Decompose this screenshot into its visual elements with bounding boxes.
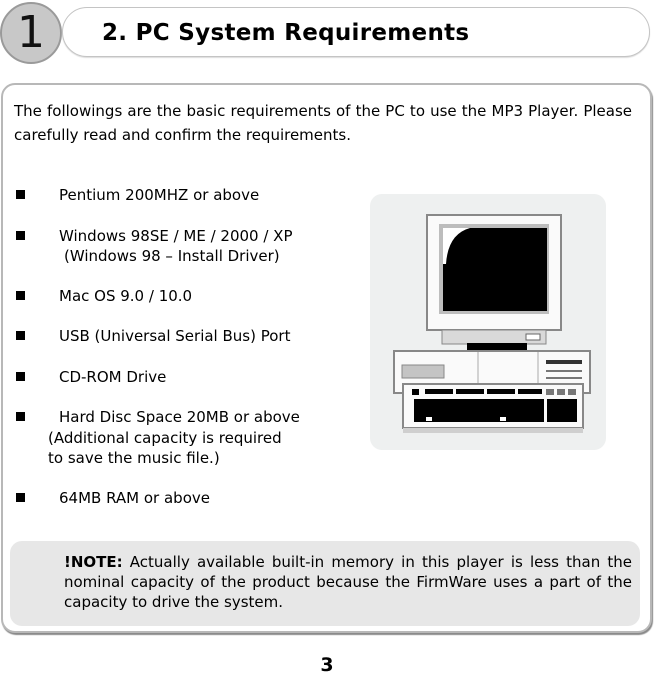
square-bullet-icon	[16, 372, 25, 381]
note-body: Actually available built-in memory in th…	[64, 553, 632, 611]
list-item-note: to save the music file.)	[48, 449, 220, 467]
title-banner	[62, 7, 650, 57]
note-panel	[10, 541, 640, 626]
square-bullet-icon	[16, 291, 25, 300]
square-bullet-icon	[16, 493, 25, 502]
square-bullet-icon	[16, 412, 25, 421]
note-label: !NOTE:	[64, 553, 123, 571]
chapter-number-badge: 1	[0, 2, 62, 64]
list-item-note: (Additional capacity is required	[48, 429, 282, 447]
square-bullet-icon	[16, 231, 25, 240]
list-item-note: (Windows 98 – Install Driver)	[64, 247, 280, 265]
square-bullet-icon	[16, 331, 25, 340]
pc-illustration-card	[370, 194, 606, 450]
note-text: !NOTE: Actually available built-in memor…	[64, 552, 632, 612]
page-title: 2. PC System Requirements	[102, 20, 470, 46]
square-bullet-icon	[16, 190, 25, 199]
desktop-computer-icon	[393, 214, 591, 433]
page-number: 3	[320, 654, 334, 676]
intro-paragraph: The followings are the basic requirement…	[14, 102, 632, 144]
